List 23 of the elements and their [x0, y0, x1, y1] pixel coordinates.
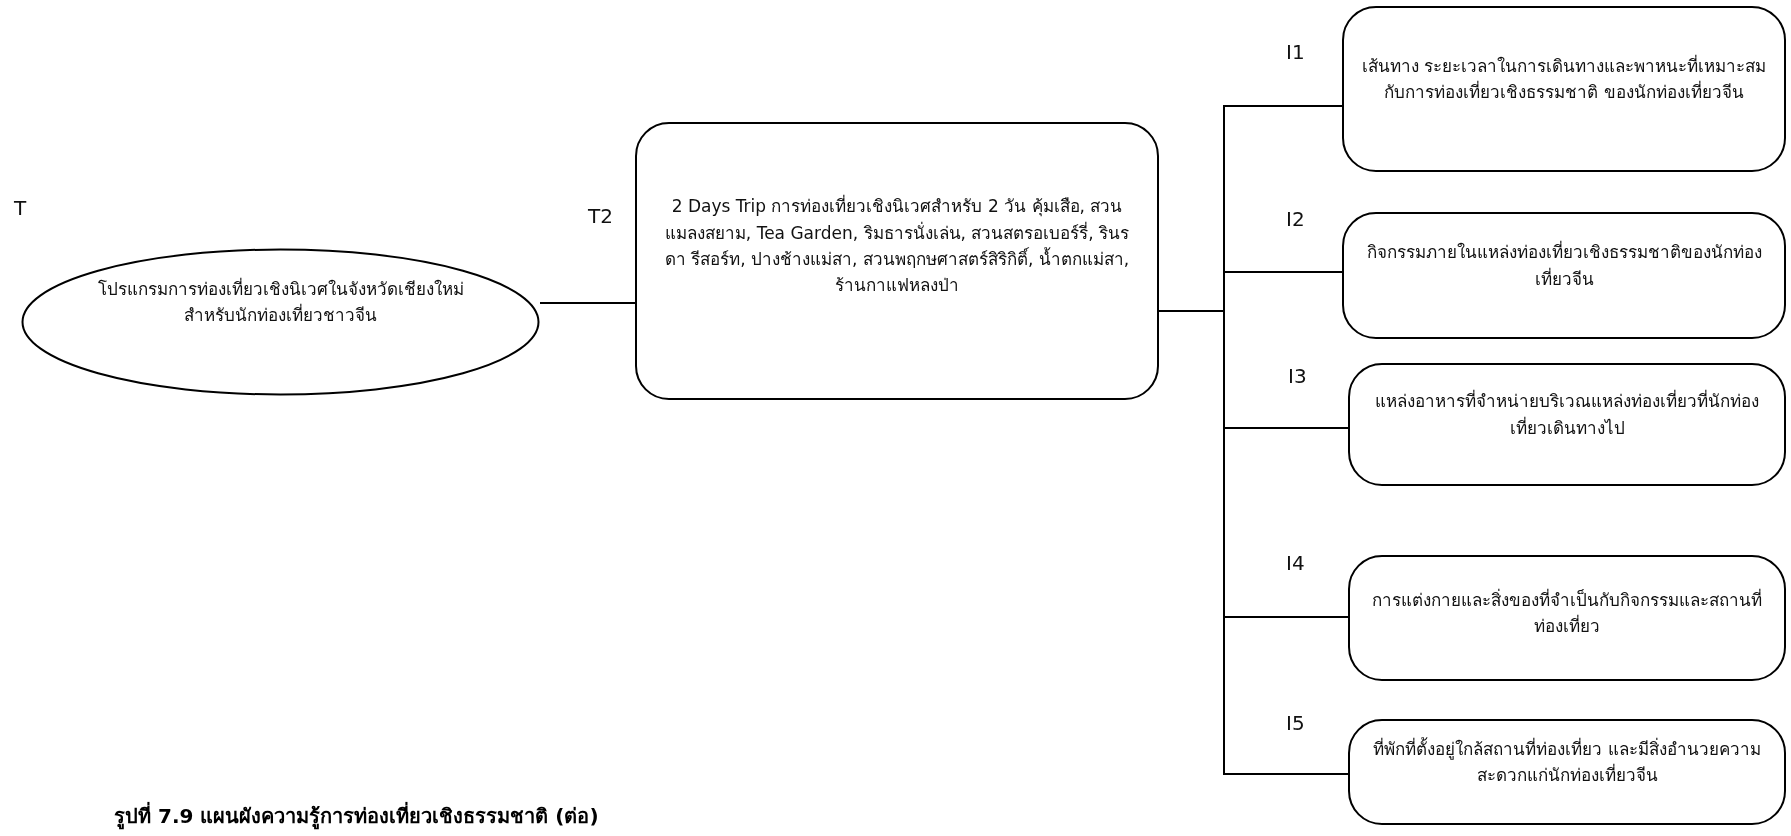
node-tag: T2	[588, 204, 613, 228]
node-text: กิจกรรมภายในแหล่งท่องเที่ยวเชิงธรรมชาติของนักท่องเที่ยวจีน	[1365, 239, 1763, 291]
node-text: แหล่งอาหารที่จำหน่ายบริเวณแหล่งท่องเที่ยวที่นักท่องเที่ยวเดินทางไป	[1374, 388, 1760, 440]
topic-box	[1348, 363, 1786, 486]
node-tag: I1	[1286, 40, 1305, 64]
topic-box	[1342, 212, 1786, 339]
node-text: การแต่งกายและสิ่งของที่จำเป็นกับกิจกรรมและสถานที่ท่องเที่ยว	[1371, 587, 1763, 638]
topic-box	[1348, 719, 1786, 825]
node-text: เส้นทาง ระยะเวลาในการเดินทางและพาหนะที่เหมาะสมกับการท่องเที่ยวเชิงธรรมชาติ ของนักท่องเที่ยวจีน	[1360, 53, 1768, 104]
topic-ellipse	[21, 248, 540, 396]
node-text: 2 Days Trip การท่องเที่ยวเชิงนิเวศสำหรับ 2 วัน คุ้มเสือ, สวนแมลงสยาม, Tea Garden, ริมธารนั่งเล่น, สวนสตรอเบอร์รี่, รินรดา รีสอร์ท, ปางช้างแม่สา, สวนพฤกษศาสตร์สิริกิติ์, น้ำตกแม่สา, ร้านกาแฟหลงป่า	[663, 193, 1131, 298]
topic-box	[1348, 555, 1786, 681]
node-tag: I5	[1286, 711, 1305, 735]
caption: รูปที่ 7.9 แผนผังความรู้การท่องเที่ยวเชิงธรรมชาติ (ต่อ)	[114, 801, 599, 832]
connector-line	[539, 302, 636, 304]
topic-box	[635, 122, 1159, 400]
node-tag: I2	[1286, 207, 1305, 231]
topic-box	[1342, 6, 1786, 172]
node-tag: T	[14, 196, 27, 220]
node-text: ที่พักที่ตั้งอยู่ใกล้สถานที่ท่องเที่ยว และมีสิ่งอำนวยความสะดวกแก่นักท่องเที่ยวจีน	[1372, 736, 1762, 787]
node-tag: I4	[1286, 551, 1305, 575]
node-tag: I3	[1288, 364, 1307, 388]
node-text: โปรแกรมการท่องเที่ยวเชิงนิเวศในจังหวัดเชียงใหม่ สำหรับนักท่องเที่ยวชาวจีน	[96, 276, 465, 327]
